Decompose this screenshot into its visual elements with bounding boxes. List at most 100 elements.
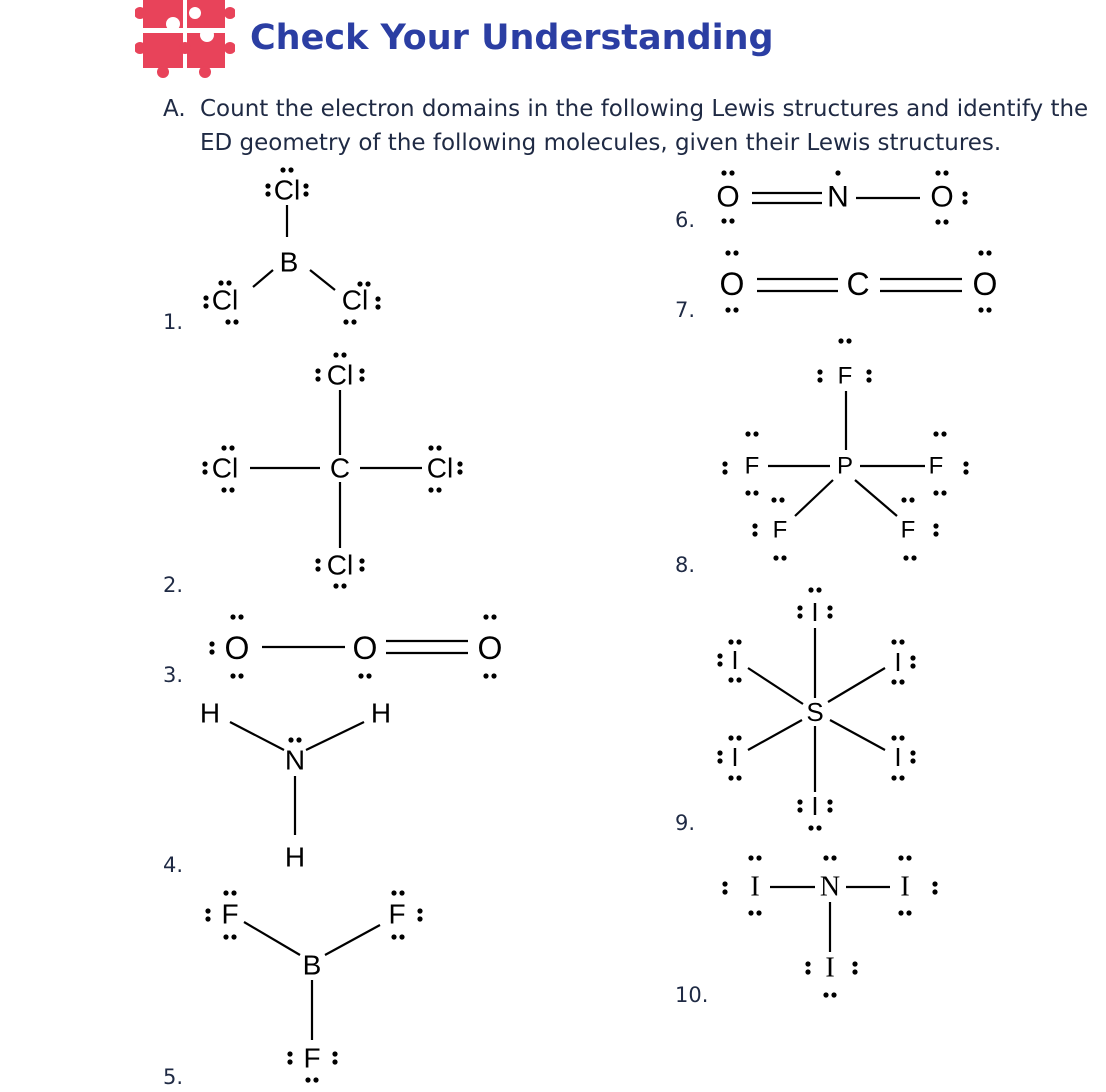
atom: I bbox=[731, 742, 738, 772]
electron-dot bbox=[756, 910, 762, 916]
electron-dot bbox=[717, 661, 723, 667]
electron-dot bbox=[313, 1077, 319, 1083]
atom: B bbox=[303, 950, 322, 981]
electron-dot bbox=[721, 218, 727, 224]
atom: F bbox=[745, 453, 760, 480]
electron-dot bbox=[898, 910, 904, 916]
atom: O bbox=[225, 630, 250, 666]
electron-dot bbox=[817, 377, 823, 383]
atom: O bbox=[720, 266, 745, 302]
atom: I bbox=[894, 742, 901, 772]
atom: S bbox=[806, 697, 823, 727]
lewis-structure-9: I I I S I I I bbox=[731, 597, 901, 821]
atom: P bbox=[837, 453, 853, 480]
electron-dot bbox=[717, 750, 723, 756]
electron-dot bbox=[717, 758, 723, 764]
lewis-structure-2: Cl C Cl Cl Cl bbox=[212, 360, 453, 581]
item-number: 1. bbox=[163, 310, 184, 334]
atom: F bbox=[221, 899, 238, 930]
electron-dot bbox=[748, 855, 754, 861]
electron-dot bbox=[805, 969, 811, 975]
electron-dot bbox=[932, 881, 938, 887]
electron-dot bbox=[332, 1059, 338, 1065]
electron-dot bbox=[491, 673, 497, 679]
electron-dot bbox=[230, 614, 236, 620]
electron-dot bbox=[375, 304, 381, 310]
atom: N bbox=[285, 745, 305, 776]
lewis-structure-8: F F P F F F bbox=[745, 363, 944, 544]
electron-dot bbox=[866, 369, 872, 375]
atom: O bbox=[353, 630, 378, 666]
item-number: 6. bbox=[675, 208, 696, 232]
electron-dot bbox=[231, 934, 237, 940]
atom: F bbox=[901, 517, 916, 544]
item-number: 4. bbox=[163, 853, 184, 877]
electron-dot bbox=[359, 368, 365, 374]
electron-dot bbox=[722, 889, 728, 895]
electron-dot bbox=[817, 369, 823, 375]
electron-dot bbox=[231, 890, 237, 896]
electron-dot bbox=[943, 219, 949, 225]
atom: I bbox=[811, 791, 818, 821]
electron-dot bbox=[221, 445, 227, 451]
electron-dot bbox=[797, 605, 803, 611]
electron-dot bbox=[911, 555, 917, 561]
atom: F bbox=[303, 1043, 320, 1074]
electron-dot bbox=[808, 587, 814, 593]
electron-dot bbox=[225, 319, 231, 325]
lewis-structure-6: O N O bbox=[716, 181, 953, 214]
electron-dot bbox=[771, 497, 777, 503]
electron-dot bbox=[722, 461, 728, 467]
electron-dot bbox=[745, 490, 751, 496]
atom: O bbox=[716, 181, 739, 214]
electron-dot bbox=[359, 558, 365, 564]
electron-dot bbox=[745, 431, 751, 437]
electron-dot bbox=[827, 799, 833, 805]
electron-dot bbox=[491, 614, 497, 620]
electron-dot bbox=[333, 352, 339, 358]
electron-dot bbox=[910, 758, 916, 764]
electron-dot bbox=[941, 431, 947, 437]
electron-dot bbox=[428, 487, 434, 493]
electron-dot bbox=[725, 307, 731, 313]
atom: O bbox=[930, 181, 953, 214]
electron-dot bbox=[903, 555, 909, 561]
electron-dot bbox=[935, 170, 941, 176]
page-title: Check Your Understanding bbox=[250, 18, 774, 58]
electron-dot bbox=[728, 735, 734, 741]
electron-dot bbox=[399, 890, 405, 896]
atom: B bbox=[280, 247, 299, 278]
electron-dot bbox=[288, 167, 294, 173]
electron-dot bbox=[736, 639, 742, 645]
electron-dot bbox=[910, 655, 916, 661]
electron-dot bbox=[315, 558, 321, 564]
electron-dot bbox=[910, 663, 916, 669]
atom: O bbox=[973, 266, 998, 302]
electron-dot bbox=[365, 281, 371, 287]
instruction-label: A. bbox=[163, 96, 186, 122]
electron-dot bbox=[717, 653, 723, 659]
electron-dot bbox=[978, 250, 984, 256]
electron-dot bbox=[805, 961, 811, 967]
atom: F bbox=[388, 899, 405, 930]
electron-dot bbox=[797, 613, 803, 619]
electron-dot bbox=[933, 431, 939, 437]
electron-dot bbox=[797, 807, 803, 813]
electron-dot bbox=[721, 170, 727, 176]
item-number: 7. bbox=[675, 298, 696, 322]
item-number: 2. bbox=[163, 573, 184, 597]
electron-dot bbox=[986, 307, 992, 313]
electron-dot bbox=[827, 605, 833, 611]
electron-dot bbox=[827, 807, 833, 813]
electron-dot bbox=[305, 1077, 311, 1083]
electron-dot bbox=[891, 735, 897, 741]
electron-dot bbox=[203, 295, 209, 301]
electron-dot bbox=[280, 167, 286, 173]
electron-dot bbox=[963, 461, 969, 467]
atom: Cl bbox=[274, 175, 300, 206]
lewis-structure-7: O C O bbox=[720, 266, 998, 302]
electron-dot bbox=[728, 775, 734, 781]
electron-dot bbox=[303, 191, 309, 197]
electron-dot bbox=[943, 170, 949, 176]
